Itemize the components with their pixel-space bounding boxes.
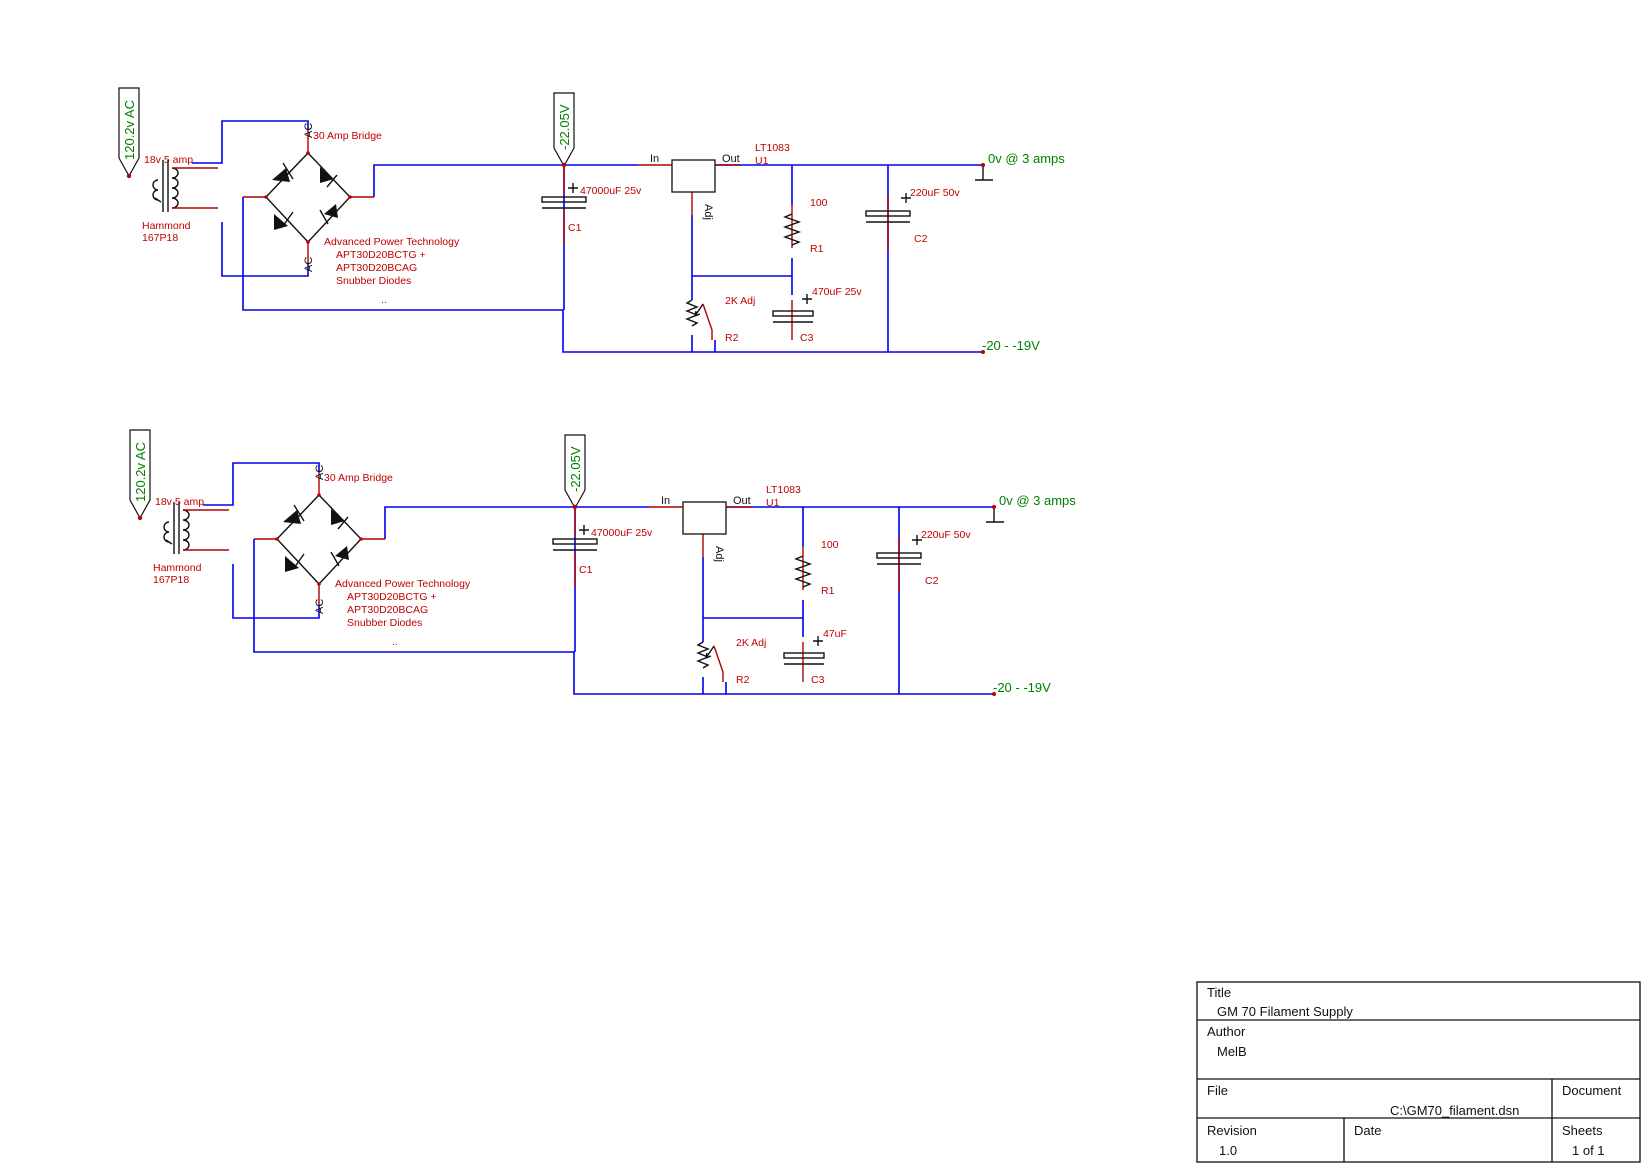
title-value: GM 70 Filament Supply [1217, 1004, 1353, 1019]
r2-value: 2K Adj [736, 637, 766, 649]
dc-voltage-label: -22.05V [568, 446, 583, 492]
c2-ref: C2 [914, 233, 928, 245]
r1-value: 100 [821, 539, 839, 551]
ac-voltage-label: 120.2v AC [122, 100, 137, 160]
document-label: Document [1562, 1083, 1622, 1098]
diode-note-2: APT30D20BCTG + [347, 591, 437, 603]
reg-adj-pin: Adj [713, 546, 725, 562]
capacitor-c2 [876, 535, 922, 565]
reg-in-pin: In [650, 153, 659, 165]
r2-ref: R2 [725, 332, 739, 344]
circuit-1: 120.2v AC 18v 5 amp Hammond 167P18 AC AC… [118, 87, 1065, 354]
reg-ref: U1 [755, 155, 769, 167]
capacitor-c2 [865, 193, 911, 223]
transformer [129, 158, 218, 212]
c3-ref: C3 [800, 332, 814, 344]
regulator-u1 [671, 159, 716, 193]
ac-voltage-label: 120.2v AC [133, 442, 148, 502]
ac-pin-bottom: AC [314, 599, 326, 614]
diode-note-3: APT30D20BCAG [336, 262, 417, 274]
sheets-label: Sheets [1562, 1123, 1603, 1138]
reg-ref: U1 [766, 497, 780, 509]
dots: .. [392, 636, 398, 648]
diode-note-1: Advanced Power Technology [324, 236, 460, 248]
transformer-make: Hammond [153, 562, 202, 574]
output-positive: 0v @ 3 amps [999, 493, 1076, 508]
transformer-model: 167P18 [142, 232, 178, 244]
c3-ref: C3 [811, 674, 825, 686]
transformer-model: 167P18 [153, 574, 189, 586]
diode-note-1: Advanced Power Technology [335, 578, 471, 590]
r1-value: 100 [810, 197, 828, 209]
ac-pin-top: AC [314, 465, 326, 480]
capacitor-c3 [772, 294, 814, 323]
author-label: Author [1207, 1024, 1246, 1039]
output-negative: -20 - -19V [982, 338, 1040, 353]
file-label: File [1207, 1083, 1228, 1098]
bridge-rectifier [243, 130, 374, 263]
bridge-rectifier [254, 472, 385, 605]
reg-out-pin: Out [733, 495, 751, 507]
transformer [140, 500, 229, 554]
capacitor-c1 [552, 525, 598, 551]
transformer-make: Hammond [142, 220, 191, 232]
title-block: Title GM 70 Filament Supply Author MelB … [1196, 981, 1641, 1163]
revision-label: Revision [1207, 1123, 1257, 1138]
reg-part: LT1083 [766, 484, 801, 496]
c3-value: 47uF [823, 628, 847, 640]
bridge-label: 30 Amp Bridge [324, 472, 393, 484]
author-value: MelB [1217, 1044, 1247, 1059]
c1-value: 47000uF 25v [591, 527, 653, 539]
capacitor-c3 [783, 636, 825, 665]
potentiometer-r2 [685, 299, 713, 340]
title-label: Title [1207, 985, 1231, 1000]
diode-note-3: APT30D20BCAG [347, 604, 428, 616]
ac-net-flag: 120.2v AC [118, 87, 140, 179]
resistor-r1 [793, 555, 813, 588]
r1-ref: R1 [810, 243, 824, 255]
ac-pin-bottom: AC [303, 257, 315, 272]
c2-value: 220uF 50v [921, 529, 971, 541]
wire [203, 462, 994, 695]
c1-ref: C1 [568, 222, 582, 234]
r2-ref: R2 [736, 674, 750, 686]
output-positive: 0v @ 3 amps [988, 151, 1065, 166]
dc-net-flag: -22.05V [553, 92, 575, 168]
reg-part: LT1083 [755, 142, 790, 154]
r1-ref: R1 [821, 585, 835, 597]
dc-voltage-label: -22.05V [557, 104, 572, 150]
potentiometer-r2 [696, 641, 724, 682]
transformer-rating: 18v 5 amp [144, 154, 193, 166]
circuit-2: 120.2v AC 18v 5 amp Hammond 167P18 AC AC… [129, 429, 1076, 696]
sheets-value: 1 of 1 [1572, 1143, 1605, 1158]
diode-note-2: APT30D20BCTG + [336, 249, 426, 261]
diode-note-4: Snubber Diodes [336, 275, 411, 287]
transformer-rating: 18v 5 amp [155, 496, 204, 508]
r2-value: 2K Adj [725, 295, 755, 307]
revision-value: 1.0 [1219, 1143, 1237, 1158]
c2-value: 220uF 50v [910, 187, 960, 199]
dc-net-flag: -22.05V [564, 434, 586, 510]
reg-out-pin: Out [722, 153, 740, 165]
c1-value: 47000uF 25v [580, 185, 642, 197]
c3-value: 470uF 25v [812, 286, 862, 298]
c2-ref: C2 [925, 575, 939, 587]
ac-pin-top: AC [303, 123, 315, 138]
ac-net-flag: 120.2v AC [129, 429, 151, 521]
dots: .. [381, 294, 387, 306]
bridge-label: 30 Amp Bridge [313, 130, 382, 142]
regulator-u1 [682, 501, 727, 535]
reg-adj-pin: Adj [702, 204, 714, 220]
resistor-r1 [782, 213, 802, 246]
diode-note-4: Snubber Diodes [347, 617, 422, 629]
c1-ref: C1 [579, 564, 593, 576]
reg-in-pin: In [661, 495, 670, 507]
output-negative: -20 - -19V [993, 680, 1051, 695]
file-value: C:\GM70_filament.dsn [1390, 1103, 1519, 1118]
date-label: Date [1354, 1123, 1381, 1138]
capacitor-c1 [541, 183, 587, 209]
